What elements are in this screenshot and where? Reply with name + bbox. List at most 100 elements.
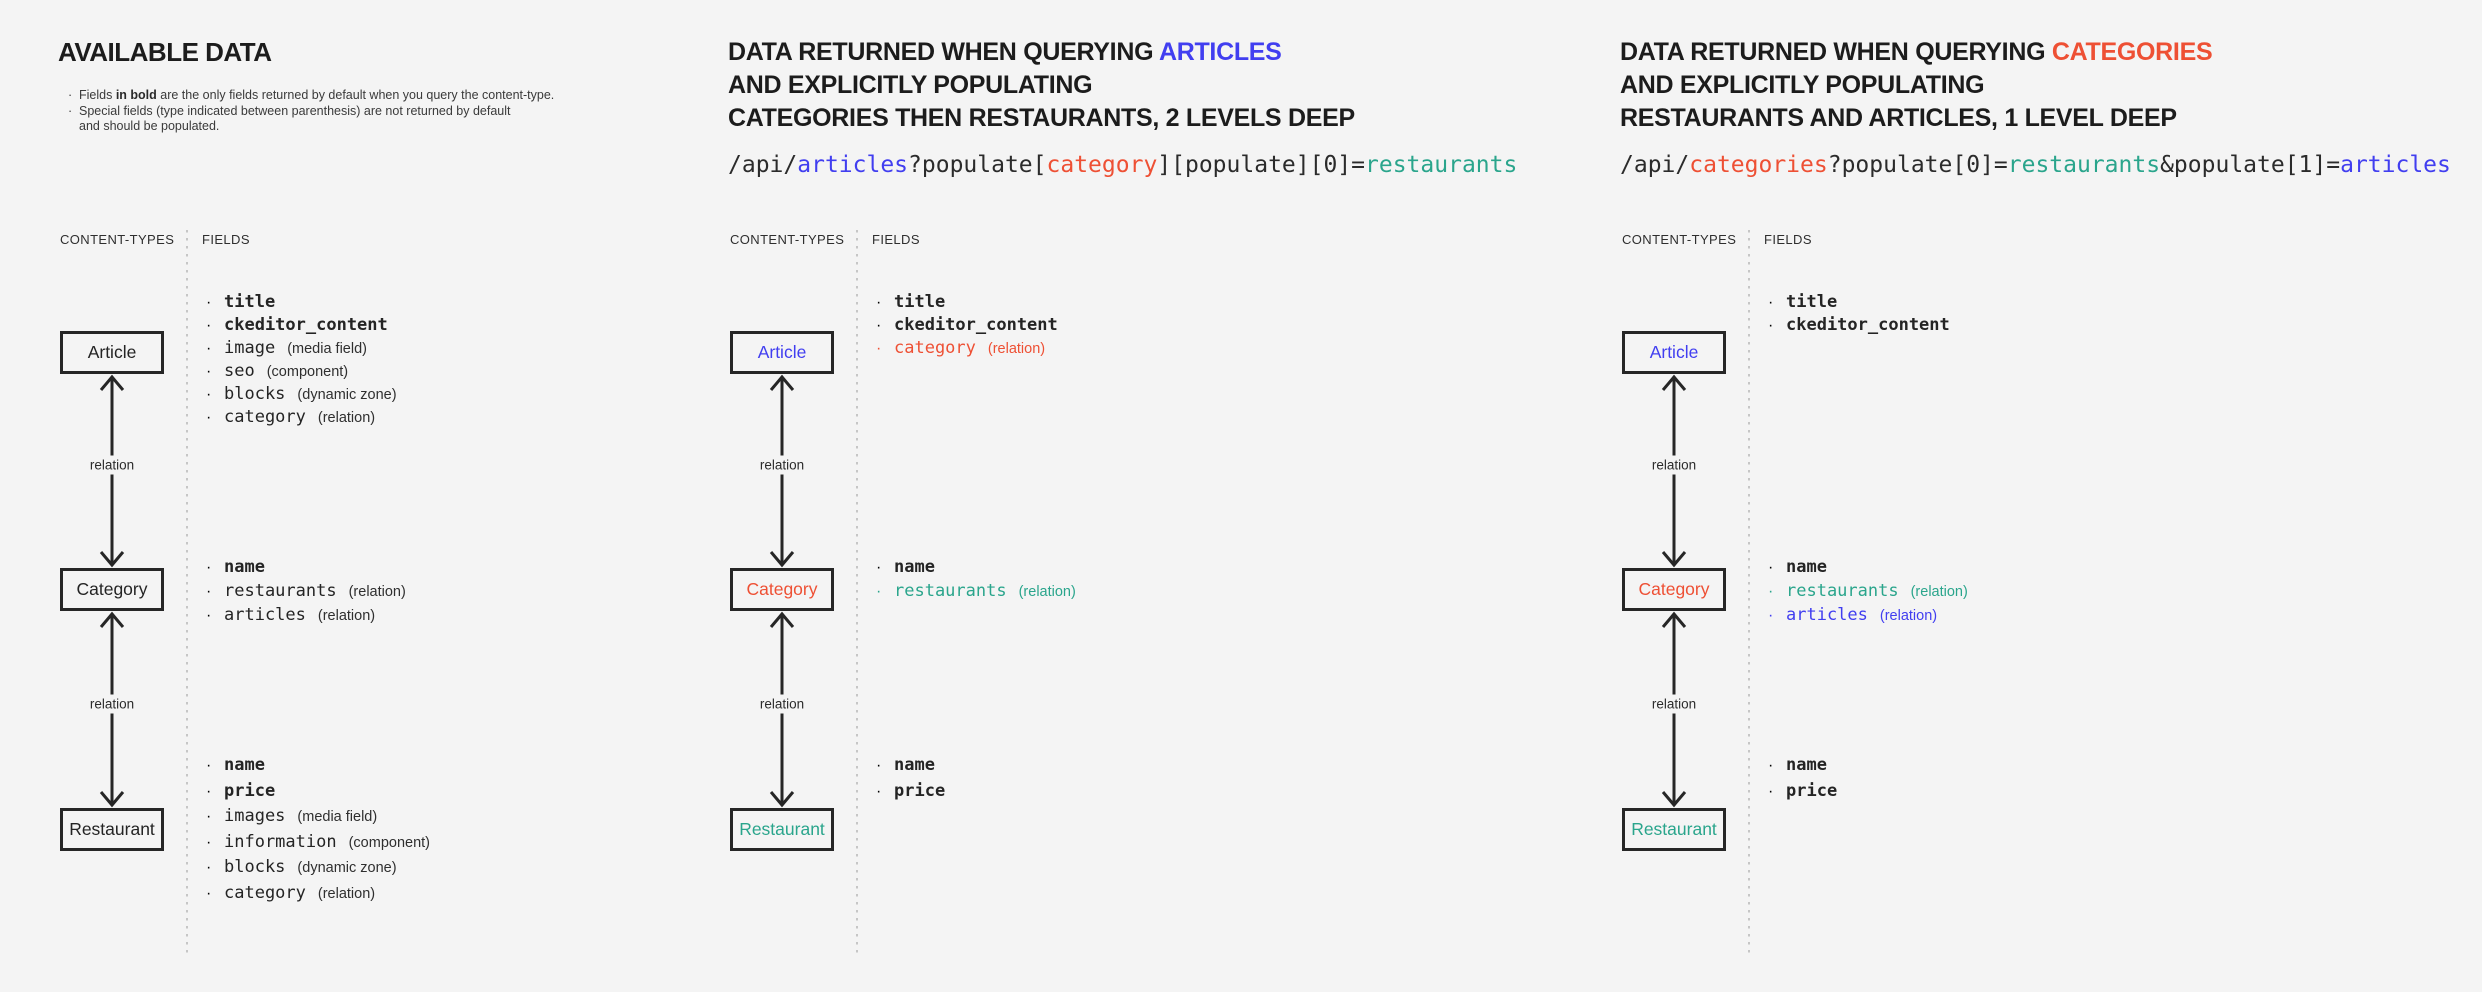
- title-text: CATEGORIES THEN RESTAURANTS, 2 LEVELS DE…: [728, 104, 1355, 132]
- bullet-icon: ·: [206, 386, 212, 403]
- field-item: ·articles(relation): [1768, 603, 1968, 627]
- bullet-icon: ·: [876, 583, 882, 600]
- note-text: are the only fields returned by default …: [156, 88, 555, 102]
- bullet-icon: ·: [876, 294, 882, 311]
- field-item: ·articles(relation): [206, 603, 406, 627]
- bullet-icon: ·: [1768, 294, 1774, 311]
- field-group-article: ·title·ckeditor_content·category(relatio…: [876, 291, 1058, 360]
- field-name: price: [224, 780, 276, 801]
- relation-label: relation: [754, 455, 810, 475]
- field-group-restaurant: ·name·price: [876, 753, 945, 804]
- api-url-segment: /api/: [1620, 152, 1690, 178]
- field-type-annotation: (relation): [348, 584, 406, 600]
- field-item: ·image(media field): [206, 337, 397, 360]
- content-type-label: Restaurant: [1631, 819, 1717, 839]
- content-types-header: CONTENT-TYPES: [60, 232, 175, 247]
- bullet-icon: ·: [1768, 559, 1774, 576]
- api-url: /api/articles?populate[category][populat…: [728, 150, 1517, 180]
- relation-label: relation: [84, 694, 140, 714]
- field-group-category: ·name·restaurants(relation)·articles(rel…: [206, 555, 406, 627]
- field-item: ·category(relation): [206, 881, 430, 907]
- title-text: DATA RETURNED WHEN QUERYING: [728, 38, 1159, 66]
- content-type-label: Category: [1638, 579, 1710, 599]
- field-name: seo: [224, 361, 255, 381]
- note-text: Special fields (type indicated between p…: [79, 103, 511, 118]
- field-type-annotation: (relation): [317, 608, 376, 624]
- bullet-icon: ·: [206, 808, 212, 825]
- api-url-segment: ][populate][0]=: [1157, 152, 1366, 178]
- field-item: ·ckeditor_content: [206, 314, 397, 337]
- bullet-icon: ·: [206, 559, 212, 576]
- field-item: · name: [1768, 555, 1968, 579]
- bullet-icon: ·: [206, 363, 212, 380]
- content-type-label: Article: [757, 342, 807, 362]
- api-url-segment: ?populate[0]=: [1827, 152, 2008, 178]
- content-type-label: Category: [746, 579, 818, 599]
- field-item: ·price: [1768, 779, 1837, 805]
- field-name: name: [894, 755, 935, 775]
- bullet-icon: ·: [206, 859, 212, 876]
- note-text: Fields: [79, 88, 116, 102]
- field-item: ·name: [206, 753, 430, 779]
- relation-label: relation: [1646, 455, 1702, 475]
- field-item: ·category(relation): [206, 406, 397, 429]
- field-name: restaurants: [224, 581, 337, 601]
- api-url-segment: articles: [797, 152, 909, 178]
- field-name: name: [894, 557, 935, 577]
- field-item: ·price: [206, 779, 430, 805]
- notes-list: ·Fields in bold are the only fields retu…: [58, 88, 554, 135]
- field-name: name: [1786, 557, 1827, 577]
- field-item: ·blocks(dynamic zone): [206, 855, 430, 881]
- title-line: DATA RETURNED WHEN QUERYING ARTICLES: [728, 36, 1355, 69]
- field-name: articles: [224, 605, 306, 625]
- field-name: information: [224, 831, 337, 852]
- field-type-annotation: (relation): [317, 410, 376, 426]
- bullet-icon: ·: [876, 559, 882, 576]
- field-item: ·title: [206, 291, 397, 314]
- bullet-icon: ·: [876, 317, 882, 334]
- page-title: AVAILABLE DATA: [58, 36, 272, 69]
- title-text: CATEGORIES: [2051, 38, 2213, 66]
- field-group-category: ·name·restaurants(relation)·articles(rel…: [1768, 555, 1968, 627]
- bullet-icon: ·: [206, 583, 212, 600]
- bullet-icon: ·: [1768, 317, 1774, 334]
- api-url-segment: ?populate[: [908, 152, 1047, 178]
- title-line: AVAILABLE DATA: [58, 36, 272, 69]
- column-divider: [856, 230, 858, 958]
- field-item: ·name: [206, 555, 406, 579]
- content-type-label: Category: [76, 579, 148, 599]
- bullet-icon: ·: [206, 884, 212, 902]
- bullet-icon: ·: [876, 757, 882, 774]
- content-type-box-category: Category: [60, 568, 164, 611]
- field-type-annotation: (relation): [1018, 584, 1076, 600]
- title-line: RESTAURANTS AND ARTICLES, 1 LEVEL DEEP: [1620, 102, 2212, 135]
- field-group-category: · name · restaurants (relation): [876, 555, 1076, 603]
- field-name: category: [894, 338, 976, 358]
- field-item: ·blocks(dynamic zone): [206, 383, 397, 406]
- title-text: ARTICLES: [1158, 38, 1282, 66]
- field-name: ckeditor_content: [224, 315, 388, 335]
- field-type-annotation: (relation): [987, 341, 1046, 357]
- content-type-label: Article: [87, 342, 137, 362]
- bullet-icon: ·: [1768, 757, 1774, 774]
- bullet-icon: ·: [68, 103, 73, 118]
- relation-label: relation: [1646, 694, 1702, 714]
- column-available-data: AVAILABLE DATA·Fields in bold are the on…: [58, 0, 658, 992]
- field-name: articles: [1786, 605, 1868, 625]
- title-text: AND EXPLICITLY POPULATING: [1620, 71, 1985, 99]
- fields-header: FIELDS: [202, 232, 250, 247]
- field-name: restaurants: [894, 581, 1007, 601]
- field-item: ·images(media field): [206, 804, 430, 830]
- note-line: and should be populated.: [58, 119, 554, 135]
- title-line: AND EXPLICITLY POPULATING: [1620, 69, 2212, 102]
- content-types-header: CONTENT-TYPES: [1622, 232, 1737, 247]
- relation-label: relation: [754, 694, 810, 714]
- field-item: ·ckeditor_content: [876, 314, 1058, 337]
- api-url-segment: restaurants: [1365, 152, 1518, 178]
- field-type-annotation: (relation): [1910, 584, 1968, 600]
